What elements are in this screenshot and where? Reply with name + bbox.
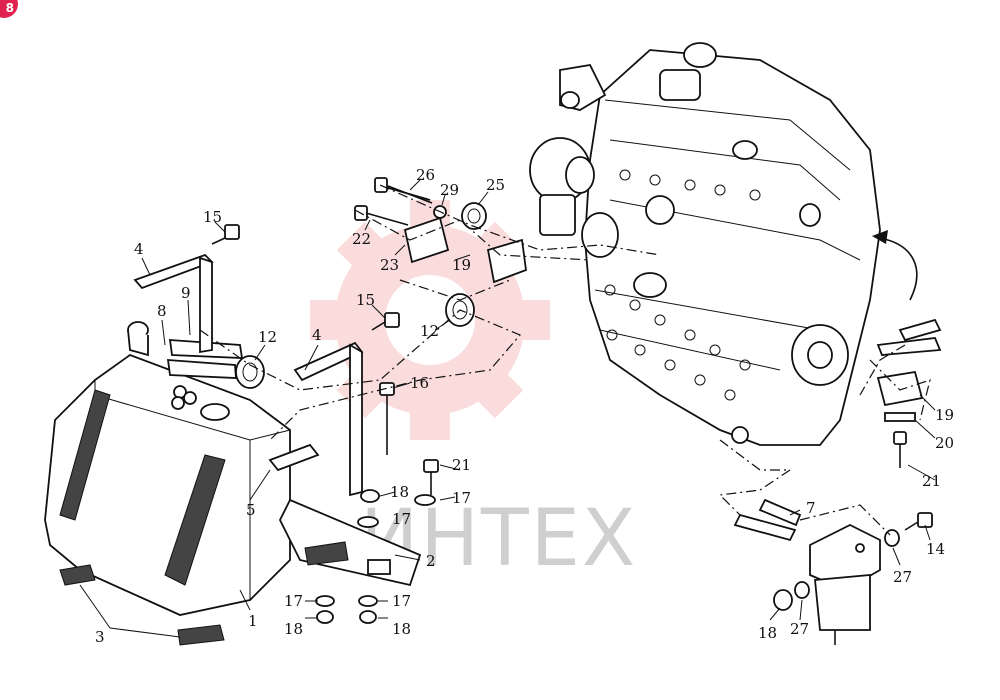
callout-23: 23 — [380, 256, 399, 274]
callout-29: 29 — [440, 181, 459, 199]
fuel-tank — [44, 321, 320, 646]
page-badge: 8 — [0, 0, 18, 18]
callout-17d: 17 — [392, 592, 411, 610]
hoses — [733, 318, 942, 542]
callout-27a: 27 — [893, 568, 912, 586]
callout-labels: 1 2 3 4 4 5 7 8 9 12 12 14 15 15 16 17 1… — [95, 166, 954, 646]
callout-19a: 19 — [452, 256, 471, 274]
callout-27b: 27 — [790, 620, 809, 638]
callout-25: 25 — [486, 176, 505, 194]
callout-17c: 17 — [284, 592, 303, 610]
callout-21b: 21 — [922, 472, 941, 490]
callout-20: 20 — [935, 434, 954, 452]
callout-18a: 18 — [390, 483, 409, 501]
callout-4a: 4 — [134, 240, 144, 258]
callout-18c: 18 — [392, 620, 411, 638]
callout-16: 16 — [410, 374, 429, 392]
callout-12a: 12 — [258, 328, 277, 346]
badge-number: 8 — [5, 1, 14, 15]
callout-17b: 17 — [392, 510, 411, 528]
callout-21a: 21 — [452, 456, 471, 474]
callout-14: 14 — [926, 540, 945, 558]
engine-block — [529, 42, 918, 446]
callout-18b: 18 — [284, 620, 303, 638]
callout-5: 5 — [246, 501, 256, 519]
callout-3: 3 — [95, 628, 105, 646]
callout-17a: 17 — [452, 489, 471, 507]
callout-19b: 19 — [935, 406, 954, 424]
callout-22: 22 — [352, 230, 371, 248]
callout-1: 1 — [248, 612, 258, 630]
callout-4b: 4 — [312, 326, 322, 344]
callout-8: 8 — [157, 302, 167, 320]
callout-15a: 15 — [203, 208, 222, 226]
callout-26: 26 — [416, 166, 435, 184]
tank-straps — [133, 253, 422, 587]
callout-12b: 12 — [420, 322, 439, 340]
callout-2: 2 — [426, 552, 436, 570]
leader-lines — [79, 179, 936, 638]
callout-9: 9 — [181, 284, 191, 302]
callout-7: 7 — [806, 499, 816, 517]
callout-18d: 18 — [758, 624, 777, 642]
hose-clamps — [235, 202, 924, 422]
bolts — [211, 177, 933, 531]
callout-15b: 15 — [356, 291, 375, 309]
fuel-filter — [809, 523, 881, 645]
